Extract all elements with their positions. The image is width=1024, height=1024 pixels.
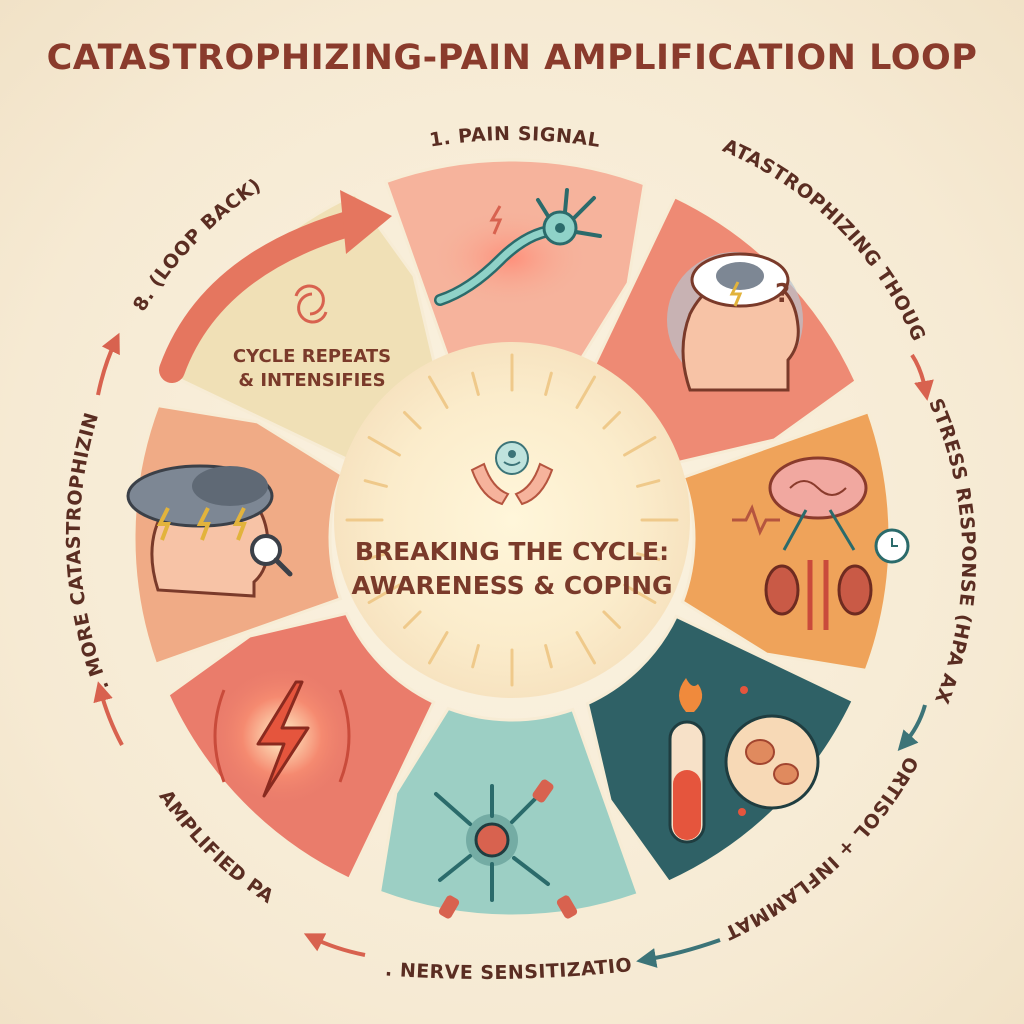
step-label-1: 1. PAIN SIGNAL	[428, 123, 602, 152]
sunray	[544, 644, 553, 669]
loop-back-line-1: CYCLE REPEATS	[233, 346, 391, 367]
hands-icon	[470, 441, 554, 506]
neuron-icon	[430, 188, 602, 308]
sunray	[602, 610, 621, 629]
outer-arrow-4-5	[636, 938, 721, 968]
center-line-2: AWARENESS & COPING	[351, 571, 672, 600]
storm-head-icon	[126, 464, 293, 598]
outer-arrow-5-6	[303, 933, 366, 957]
sunray	[636, 552, 661, 561]
sunray	[363, 552, 388, 561]
sensitized-nerve-icon	[434, 779, 578, 919]
center-line-1: BREAKING THE CYCLE:	[355, 537, 669, 566]
sunray	[428, 631, 449, 665]
sunray	[367, 436, 401, 457]
outer-arrow-2-3	[910, 353, 934, 401]
sunrays	[345, 353, 679, 687]
brain-adrenal-icon	[732, 456, 910, 630]
outer-arrow-3-4	[897, 704, 927, 751]
outer-arrow-6-7	[93, 681, 124, 746]
loop-back-line-2: & INTENSIFIES	[238, 370, 385, 391]
sunray	[428, 375, 449, 409]
sunray	[602, 411, 621, 430]
sunray	[367, 583, 401, 604]
sunray	[575, 375, 596, 409]
page-title: CATASTROPHIZING-PAIN AMPLIFICATION LOOP	[46, 38, 978, 78]
sunray	[623, 436, 657, 457]
sunray	[636, 479, 661, 488]
sunray	[403, 610, 422, 629]
sunray	[471, 371, 480, 396]
loop-arrow-icon	[159, 190, 392, 383]
outer-arrow-7-8	[96, 332, 120, 396]
center-circle	[334, 342, 690, 698]
worried-head-icon: ?	[667, 252, 803, 392]
test-tube-icon	[668, 678, 820, 844]
step-label-7: 7. MORE CATASTROPHIZING	[0, 0, 114, 694]
sunray	[363, 479, 388, 488]
sunray	[471, 644, 480, 669]
sunray	[575, 631, 596, 665]
svg-text:?: ?	[775, 279, 790, 309]
sunray	[623, 583, 657, 604]
sunray	[403, 411, 422, 430]
sunray	[544, 371, 553, 396]
lightning-icon	[210, 664, 354, 808]
